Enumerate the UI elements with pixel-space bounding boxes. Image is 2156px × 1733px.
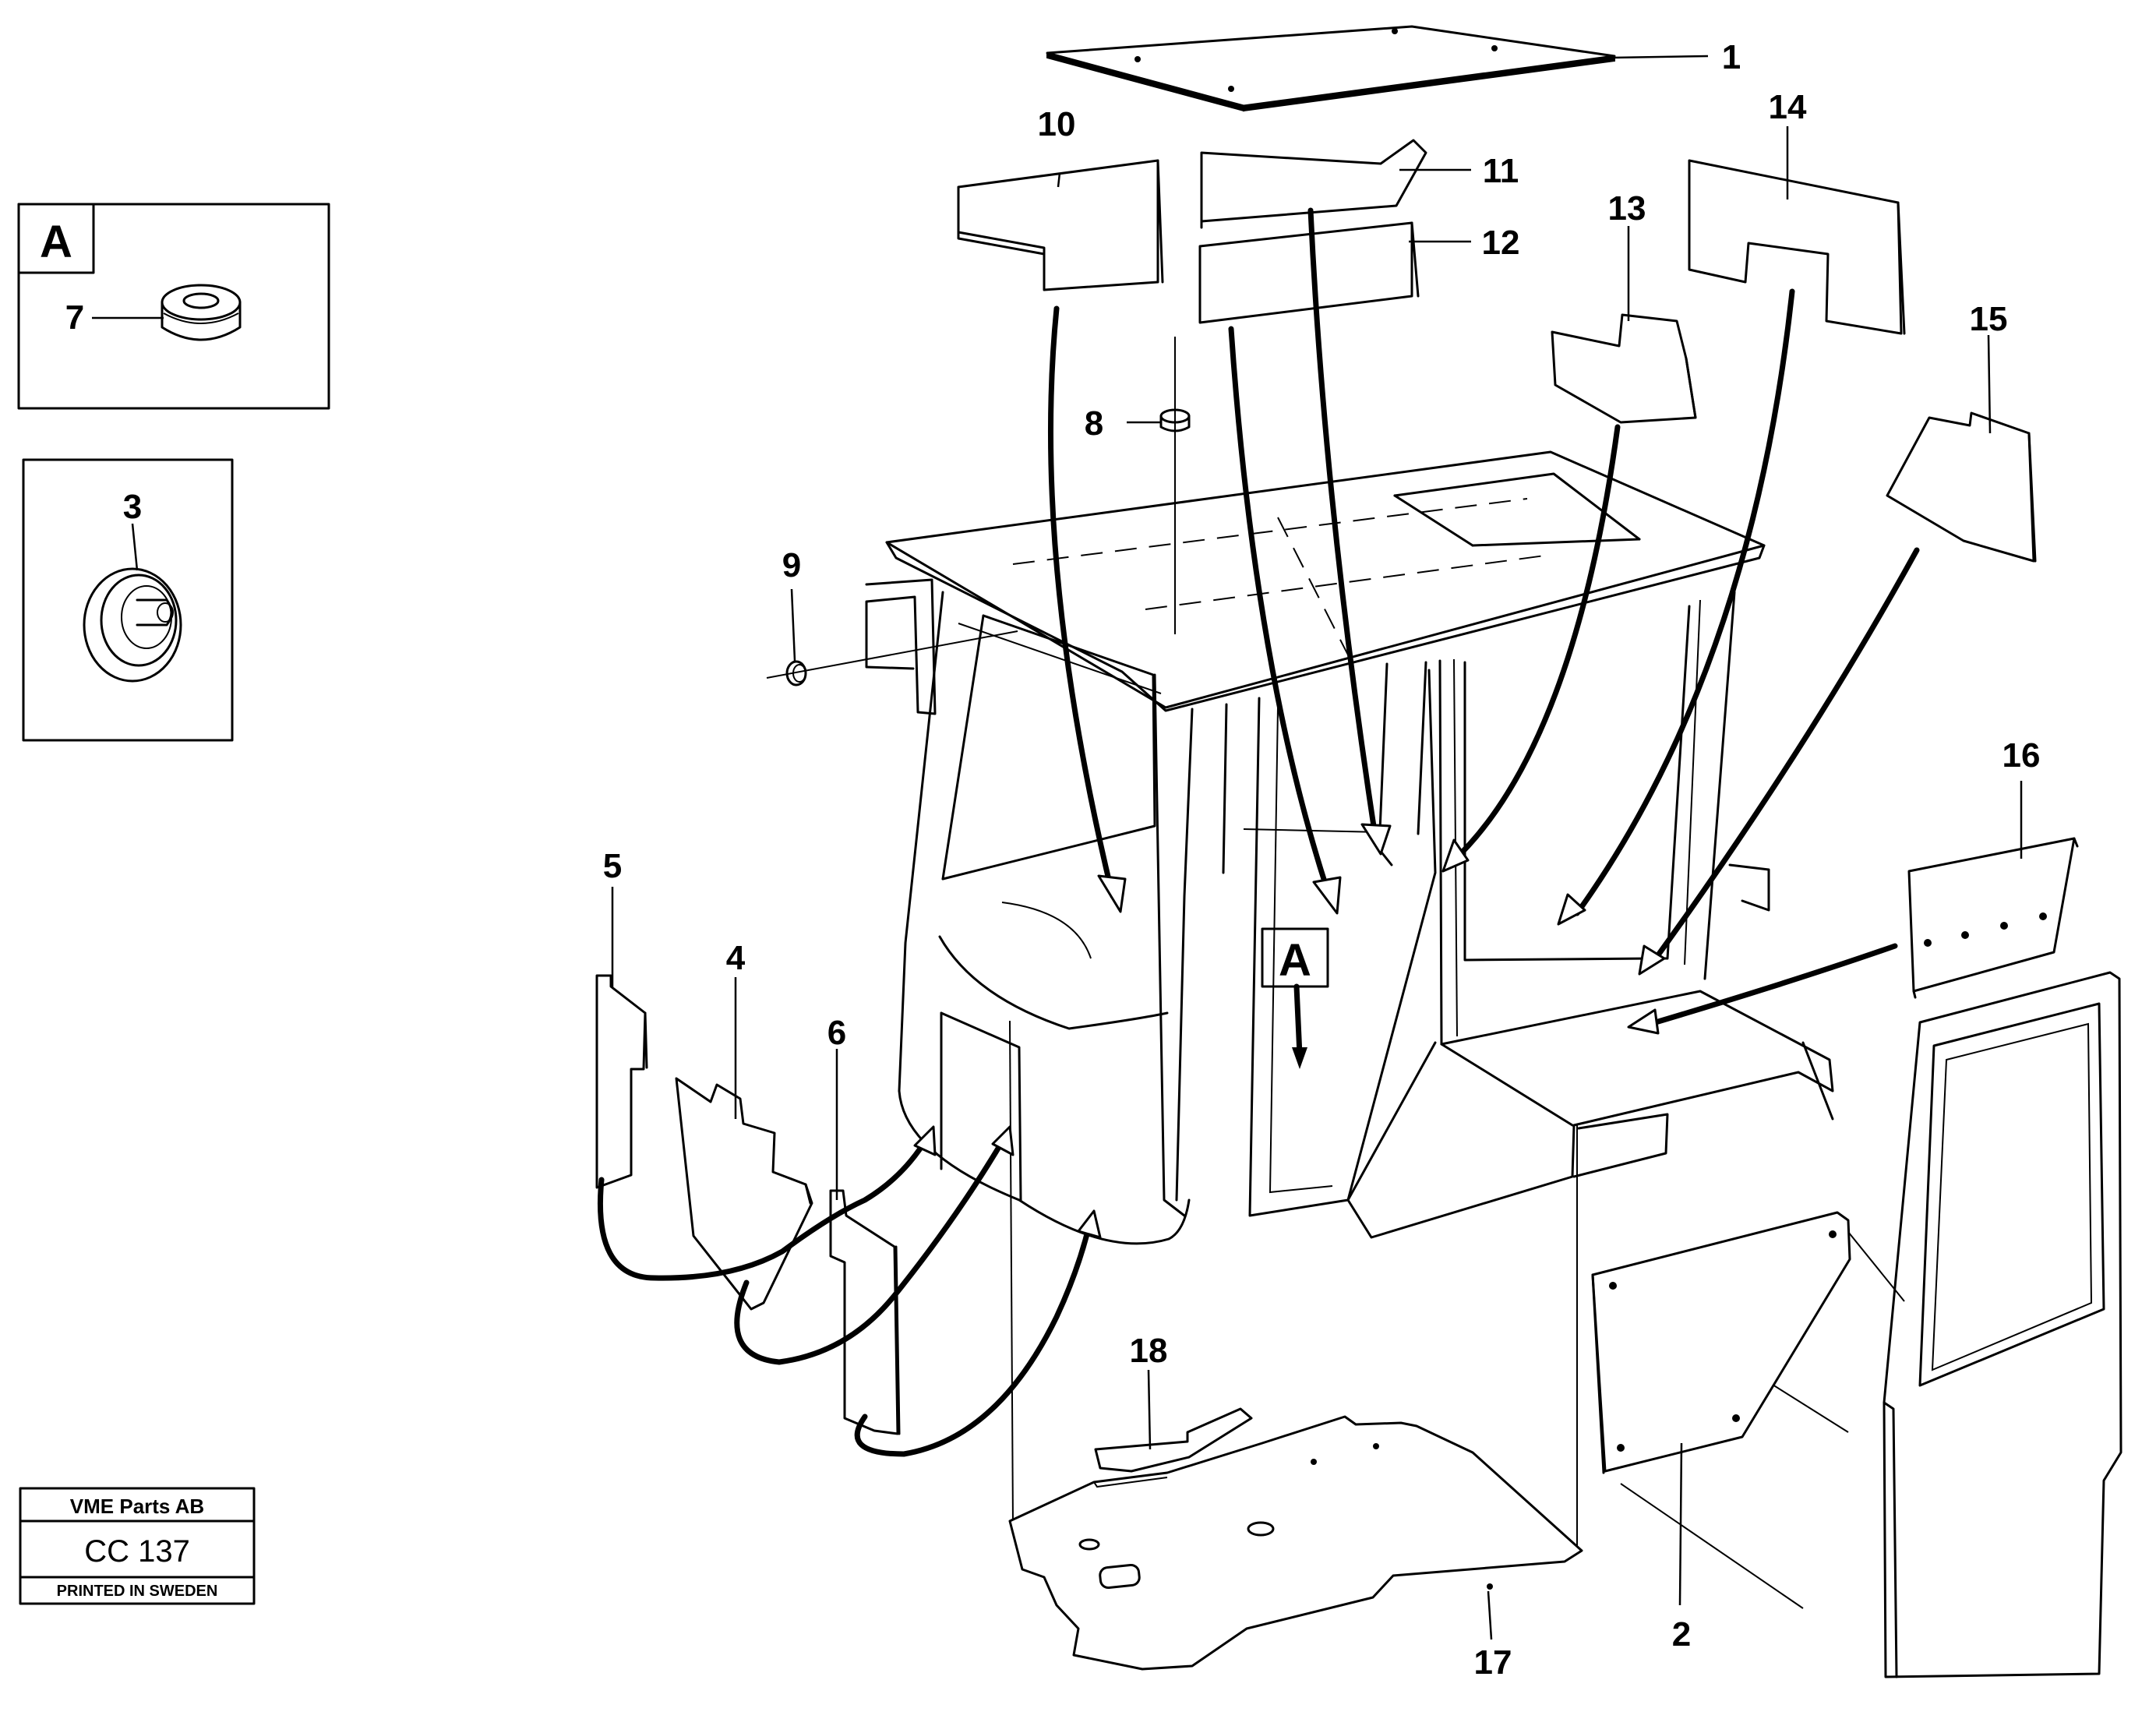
insulation-strip-18: 18	[1094, 1332, 1253, 1473]
insulation-panel-13: 13	[1551, 189, 1697, 424]
cab-frame	[865, 450, 1834, 1245]
cab-door	[1883, 971, 2122, 1678]
part-label-4: 4	[726, 939, 746, 977]
insulation-strip-11: 11	[1200, 139, 1519, 229]
grommet-8: 8	[1085, 404, 1191, 443]
part-label-9: 9	[782, 546, 801, 584]
insulation-panel-14: 14	[1688, 88, 1906, 335]
callout-a: A	[1261, 927, 1329, 1069]
roof-panel-1: 1	[1046, 25, 1741, 112]
part-label-13: 13	[1608, 189, 1646, 228]
detail-box-a: A 7	[17, 203, 330, 410]
part-label-3: 3	[123, 488, 142, 526]
part-label-18: 18	[1130, 1332, 1168, 1370]
installation-arrows	[597, 207, 1920, 1457]
part-label-6: 6	[827, 1014, 846, 1052]
insulation-strip-12: 12	[1198, 221, 1520, 324]
insulation-panel-2: 2	[1591, 1211, 1851, 1654]
part-label-1: 1	[1722, 38, 1741, 76]
title-block: VME Parts AB CC 137 PRINTED IN SWEDEN	[19, 1487, 256, 1605]
insulation-panel-6: 6	[827, 1014, 901, 1435]
plug-3	[83, 567, 182, 683]
insulation-panel-15: 15	[1886, 300, 2037, 563]
title-block-code: CC 137	[84, 1534, 190, 1569]
title-block-printed: PRINTED IN SWEDEN	[57, 1583, 218, 1600]
part-label-16: 16	[2003, 736, 2041, 775]
insulation-panel-16: 16	[1907, 736, 2079, 999]
part-label-8: 8	[1085, 404, 1103, 443]
part-label-17: 17	[1474, 1643, 1512, 1682]
part-label-14: 14	[1769, 88, 1807, 126]
part-label-12: 12	[1482, 224, 1520, 262]
part-label-10: 10	[1038, 105, 1076, 143]
part-label-15: 15	[1970, 300, 2008, 338]
part-label-2: 2	[1672, 1615, 1691, 1654]
detail-box-a-letter: A	[40, 217, 72, 267]
title-block-company: VME Parts AB	[70, 1495, 204, 1518]
part-label-7: 7	[65, 298, 84, 337]
detail-box-3: 3	[22, 458, 234, 742]
part-label-11: 11	[1483, 152, 1519, 190]
floor-mat-17: 17	[1008, 1415, 1583, 1682]
insulation-panel-5: 5	[595, 847, 648, 1189]
grommet-ring-7	[161, 284, 242, 341]
insulation-panel-4: 4	[675, 939, 813, 1311]
callout-a-letter: A	[1279, 935, 1311, 986]
grommet-9: 9	[782, 546, 807, 686]
part-label-5: 5	[603, 847, 622, 885]
insulation-panel-10: 10	[957, 105, 1164, 291]
